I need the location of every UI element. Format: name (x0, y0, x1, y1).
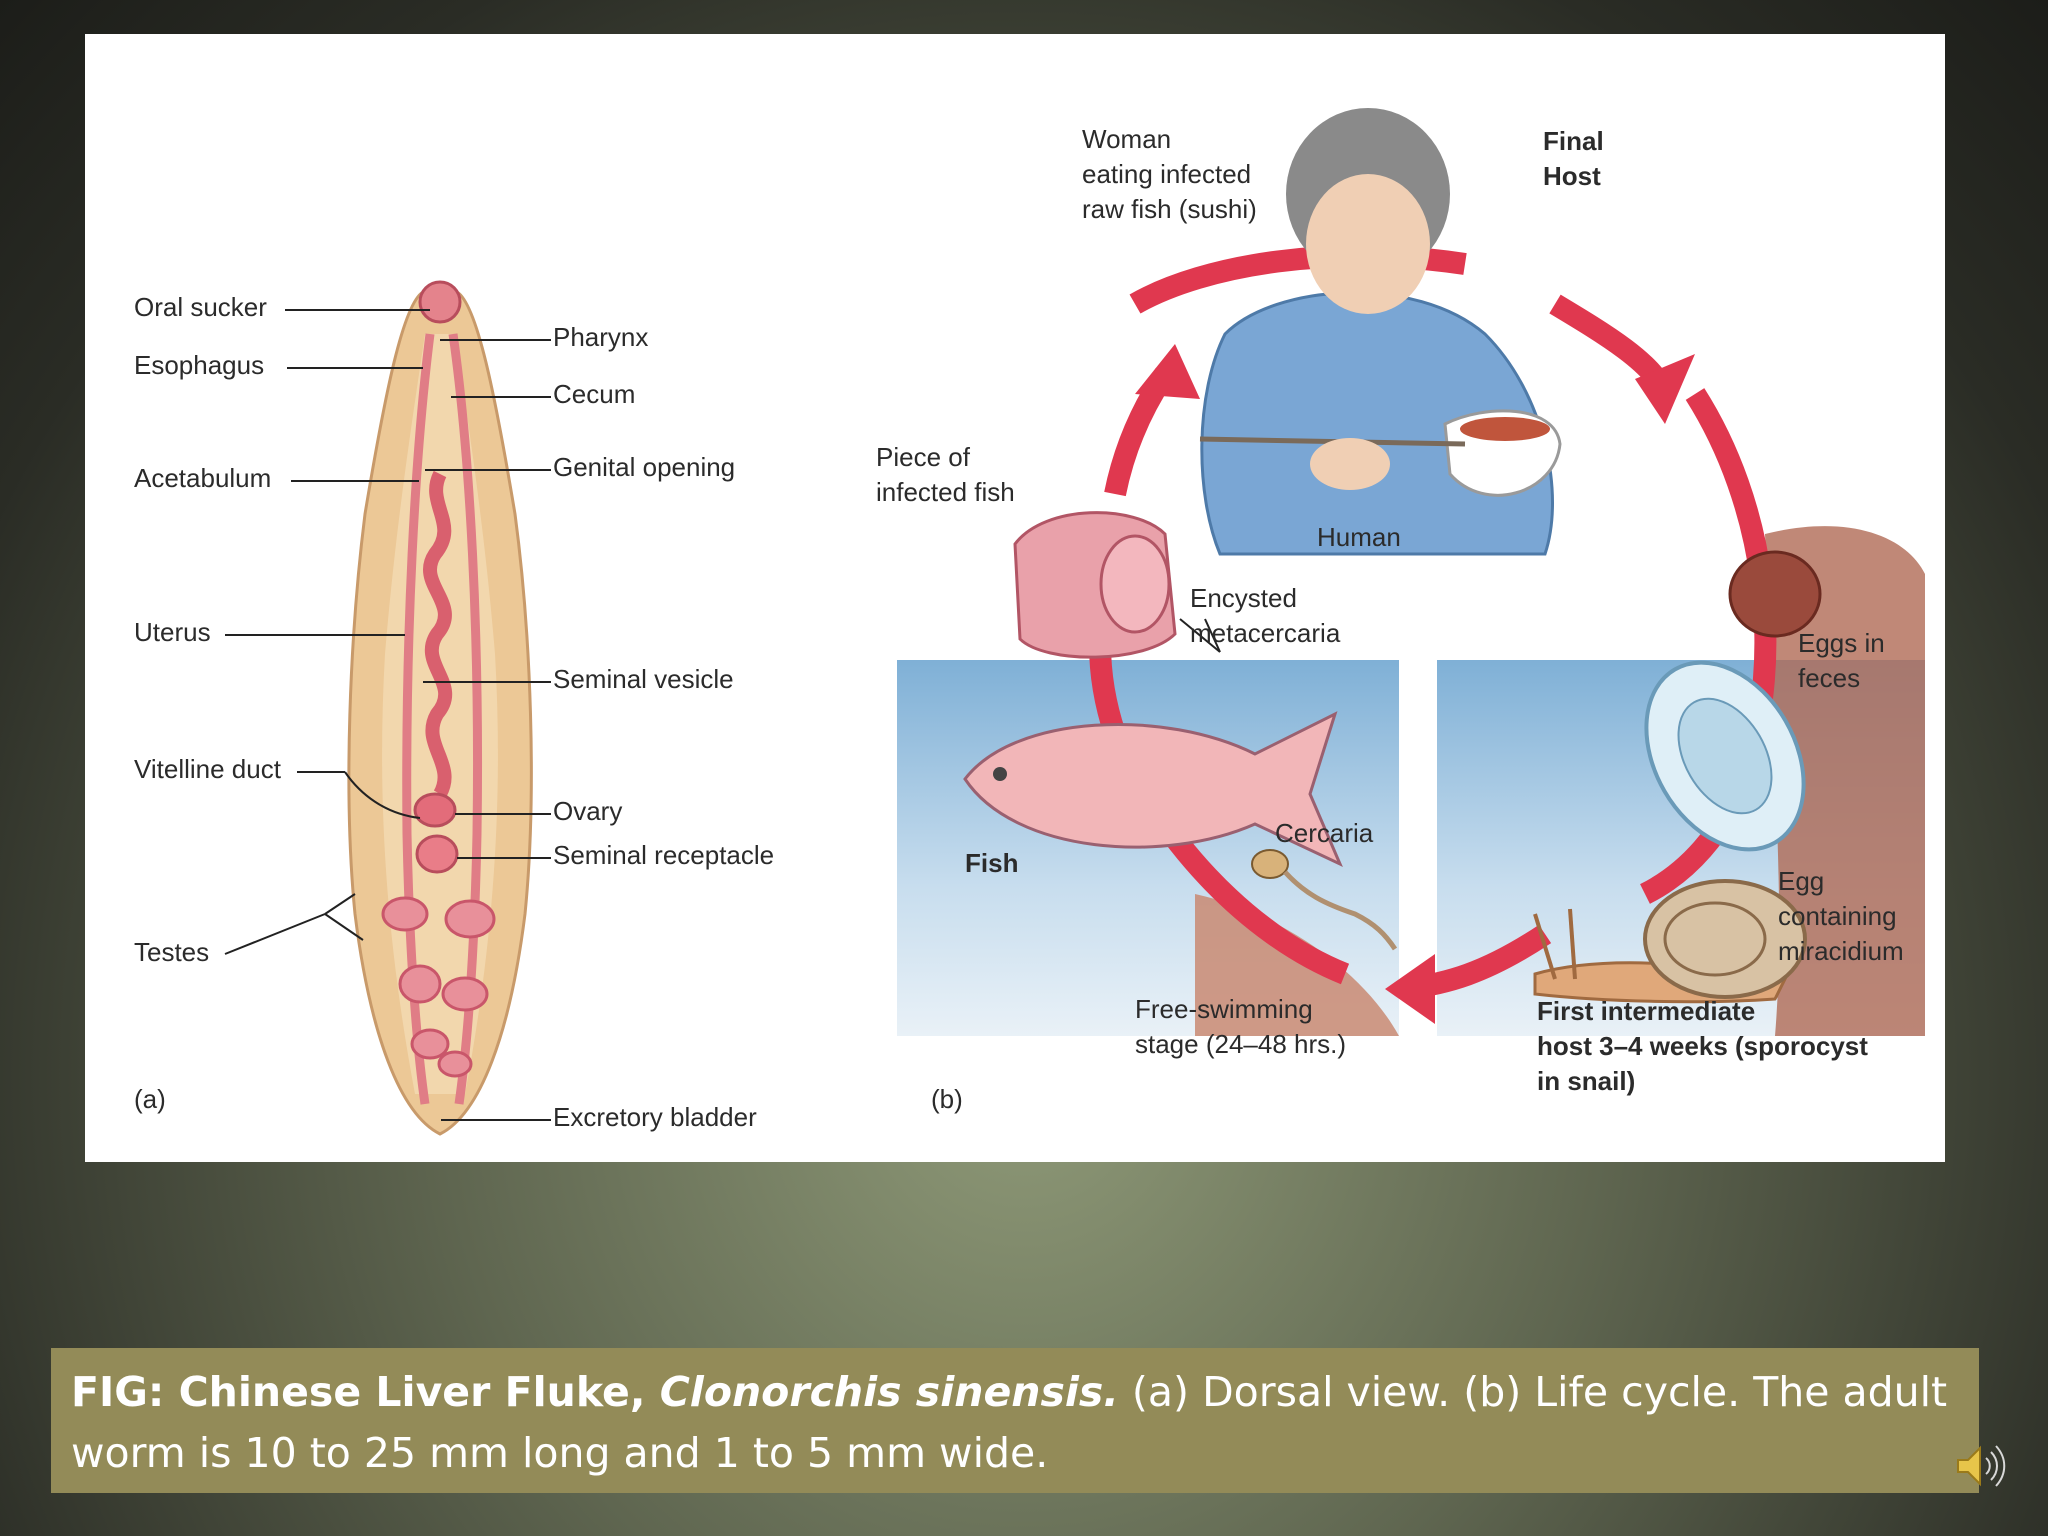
label-excretory-bladder: Excretory bladder (553, 1102, 757, 1132)
label-egg-miracidium: Egg containing miracidium (1778, 866, 1904, 966)
label-encysted-metacercaria: Encysted metacercaria (1190, 583, 1341, 648)
cercaria-illustration (1251, 849, 1398, 951)
label-cecum: Cecum (553, 379, 636, 409)
label-panel-a: (a) (134, 1084, 166, 1114)
label-first-intermediate-host: First intermediate host 3–4 weeks (sporo… (1537, 996, 1868, 1096)
snail-illustration (1533, 879, 1807, 1004)
label-seminal-receptacle: Seminal receptacle (553, 840, 775, 870)
label-human: Human (1317, 522, 1401, 552)
label-final-host: Final Host (1543, 126, 1604, 191)
arrow-head-2 (1385, 954, 1435, 1024)
shore-right (1765, 526, 1925, 1036)
label-esophagus: Esophagus (134, 350, 265, 380)
lake-bottom-left (1195, 894, 1399, 1036)
caption-lead: FIG: Chinese Liver Fluke, (71, 1368, 660, 1416)
label-ovary: Ovary (553, 796, 623, 826)
label-fish: Fish (965, 848, 1019, 878)
egg-illustration (1644, 660, 1806, 852)
label-genital-opening: Genital opening (553, 452, 736, 482)
feces-illustration (1728, 550, 1822, 638)
speaker-icon[interactable] (1948, 1436, 2008, 1496)
arrow-head-1 (1635, 354, 1695, 424)
woman-illustration (1199, 108, 1562, 556)
label-vitelline-duct: Vitelline duct (134, 754, 281, 784)
arrow-head-3 (1135, 344, 1200, 399)
label-oral-sucker: Oral sucker (134, 292, 267, 322)
label-free-swimming: Free-swimming stage (24–48 hrs.) (1135, 994, 1347, 1059)
label-seminal-vesicle: Seminal vesicle (553, 664, 734, 694)
label-acetabulum: Acetabulum (134, 463, 272, 493)
fluke-illustration (347, 280, 533, 1136)
caption-species: Clonorchis sinensis. (659, 1368, 1119, 1416)
label-woman: Woman eating infected raw fish (sushi) (1082, 124, 1257, 224)
figure-caption: FIG: Chinese Liver Fluke, Clonorchis sin… (51, 1348, 1979, 1493)
fish-illustration (963, 711, 1343, 868)
label-piece-of-fish: Piece of infected fish (876, 442, 1015, 507)
label-testes: Testes (134, 937, 210, 967)
label-pharynx: Pharynx (553, 322, 649, 352)
label-panel-b: (b) (931, 1084, 963, 1114)
label-eggs-in-feces: Eggs in feces (1798, 628, 1885, 693)
figure-artwork (224, 108, 1925, 1136)
figure-panel: Oral sucker Esophagus Acetabulum Uterus … (85, 34, 1945, 1162)
leader-lines-b (1179, 618, 1221, 653)
label-uterus: Uterus (134, 617, 211, 647)
caption-rest: (a) Dorsal view. (b) Life cycle. The adu… (71, 1368, 1948, 1477)
leader-lines-a (224, 309, 551, 1121)
fish-piece-illustration (1013, 511, 1177, 659)
label-cercaria: Cercaria (1275, 818, 1374, 848)
